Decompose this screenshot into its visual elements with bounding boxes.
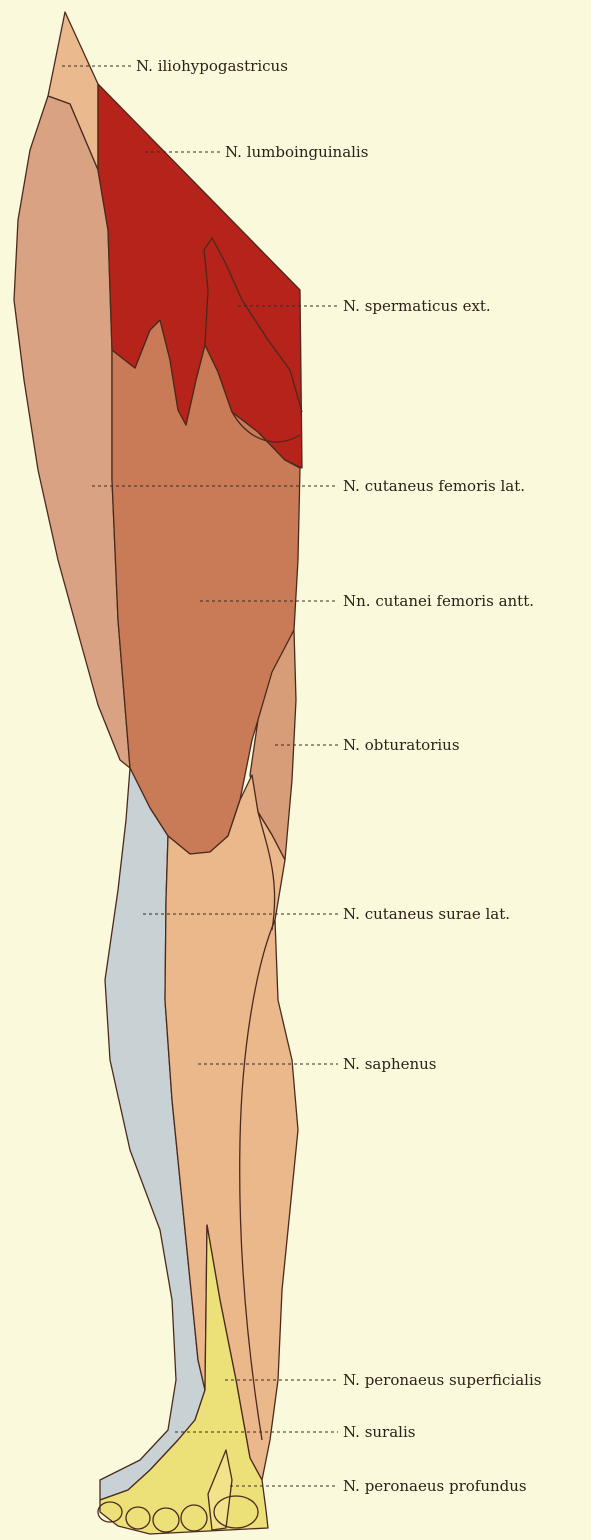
label-peronaeus-superficialis: N. peronaeus superficialis (343, 1371, 541, 1389)
label-lumboinguinalis: N. lumboinguinalis (225, 143, 368, 161)
label-suralis: N. suralis (343, 1423, 415, 1441)
label-cutanei-femoris-antt: Nn. cutanei femoris antt. (343, 592, 534, 610)
label-cutaneus-femoris-lat: N. cutaneus femoris lat. (343, 477, 525, 495)
label-obturatorius: N. obturatorius (343, 736, 460, 754)
label-saphenus: N. saphenus (343, 1055, 437, 1073)
label-peronaeus-profundus: N. peronaeus profundus (343, 1477, 527, 1495)
label-spermaticus-ext: N. spermaticus ext. (343, 297, 491, 315)
label-iliohypogastricus: N. iliohypogastricus (136, 57, 288, 75)
label-cutaneus-surae-lat: N. cutaneus surae lat. (343, 905, 510, 923)
